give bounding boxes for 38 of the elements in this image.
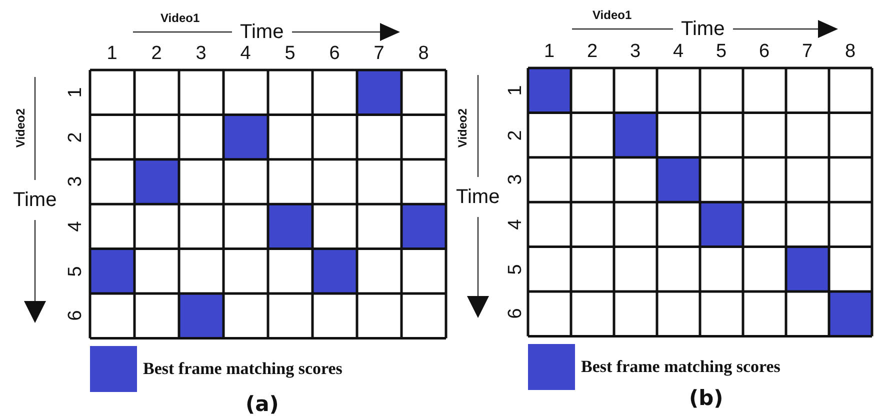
- row-number: 6: [505, 308, 524, 320]
- column-number: 2: [151, 44, 162, 62]
- column-number: 8: [418, 44, 429, 62]
- column-number: 6: [329, 44, 340, 62]
- column-number: 7: [374, 44, 384, 62]
- column-number: 8: [845, 42, 856, 60]
- row-number: 4: [65, 221, 84, 232]
- column-number: 2: [587, 42, 598, 60]
- row-number: 3: [65, 176, 84, 188]
- row-number: 2: [505, 130, 524, 140]
- axis-title: Video1: [592, 9, 632, 21]
- axis-label: Time: [240, 22, 284, 42]
- axis-label: Time: [681, 19, 725, 39]
- axis-title: Video1: [160, 12, 200, 24]
- panel-caption: (b): [689, 388, 724, 408]
- row-number: 4: [505, 219, 524, 230]
- row-number: 5: [505, 264, 524, 274]
- column-number: 6: [759, 42, 770, 60]
- column-number: 1: [544, 42, 555, 60]
- column-number: 4: [673, 42, 684, 60]
- row-number: 3: [505, 174, 524, 186]
- row-number: 5: [65, 266, 84, 276]
- axis-title: Video2: [14, 108, 26, 148]
- column-number: 5: [716, 42, 727, 60]
- column-number: 4: [240, 44, 251, 62]
- column-number: 3: [630, 42, 641, 60]
- column-number: 1: [106, 44, 118, 62]
- column-number: 3: [196, 44, 206, 62]
- column-number: 5: [284, 44, 296, 62]
- legend-text: Best frame matching scores: [143, 360, 342, 378]
- axis-title: Video2: [456, 108, 468, 148]
- row-number: 1: [505, 85, 524, 96]
- column-number: 7: [802, 42, 813, 60]
- legend-text: Best frame matching scores: [581, 358, 780, 376]
- row-number: 6: [65, 310, 84, 322]
- row-number: 1: [65, 87, 84, 98]
- row-number: 2: [65, 132, 84, 142]
- panel-caption: (a): [246, 394, 279, 414]
